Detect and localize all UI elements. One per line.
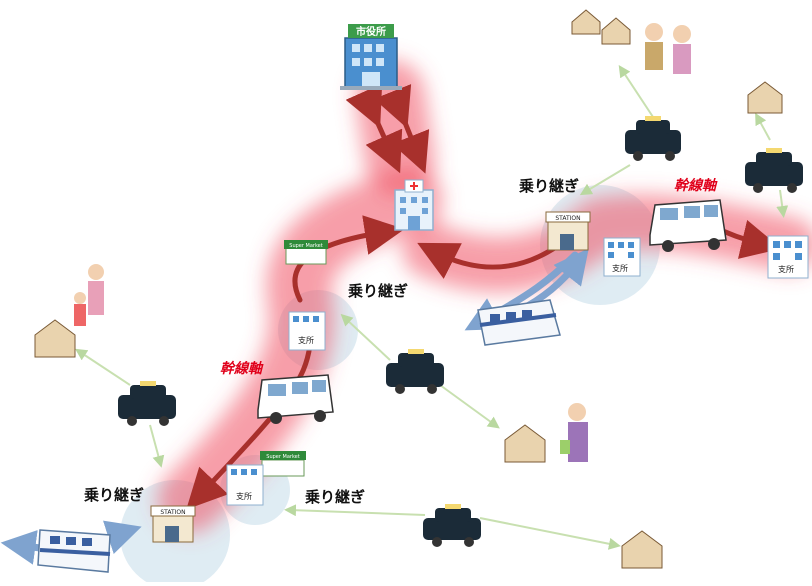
station-icon: STATION: [150, 505, 196, 543]
cityhall-hospital-arrows: [345, 83, 430, 174]
city-hall-icon: 市役所: [340, 24, 402, 90]
house-icon: [571, 9, 631, 45]
house-icon: [34, 319, 76, 358]
train-icon: [37, 529, 111, 573]
transfer-label-center: 乗り継ぎ: [348, 282, 409, 300]
taxi-icon: [423, 504, 481, 547]
elderly-woman-icon: [560, 403, 588, 462]
branch-office-label-east: 支所: [612, 264, 628, 273]
branch-office-icon: [767, 235, 809, 279]
branch-office-icon: [226, 464, 264, 506]
station-sign-east: STATION: [555, 215, 580, 222]
trunk-line-label-west: 幹線軸: [220, 361, 262, 377]
taxi-icon: [386, 349, 444, 394]
supermarket-sign-south: Super Market: [266, 454, 299, 460]
station-sign-west: STATION: [160, 509, 185, 516]
branch-office-label-center: 支所: [298, 336, 314, 345]
transfer-label-south: 乗り継ぎ: [305, 488, 366, 506]
station-icon: STATION: [545, 211, 591, 251]
mother-child-icon: [74, 264, 104, 326]
taxi-icon: [625, 116, 681, 161]
supermarket-sign-north: Super Market: [289, 243, 322, 249]
city-hall-sign: 市役所: [356, 25, 386, 38]
branch-office-label-south: 支所: [236, 492, 252, 501]
trunk-line-glow: [157, 60, 812, 533]
taxi-icon: [118, 381, 176, 426]
transfer-label-east: 乗り継ぎ: [519, 177, 580, 195]
branch-office-icon: [603, 237, 641, 277]
bus-icon: [257, 374, 334, 424]
feeder-arrows: [74, 64, 789, 550]
bus-icon: [649, 199, 727, 252]
taxi-icon: [745, 148, 803, 193]
hospital-icon: [394, 179, 434, 231]
supermarket-icon: Super Market: [284, 240, 328, 265]
branch-office-icon: [288, 311, 326, 351]
supermarket-icon: Super Market: [260, 451, 306, 477]
house-icon: [504, 424, 546, 463]
house-icon: [747, 81, 783, 114]
train-icon: [477, 299, 561, 346]
branch-office-label-far-east: 支所: [778, 265, 794, 274]
house-icon: [621, 530, 663, 569]
transfer-label-station-west: 乗り継ぎ: [84, 486, 145, 504]
trunk-line-label-east: 幹線軸: [674, 178, 716, 194]
elderly-couple-icon: [645, 23, 691, 74]
